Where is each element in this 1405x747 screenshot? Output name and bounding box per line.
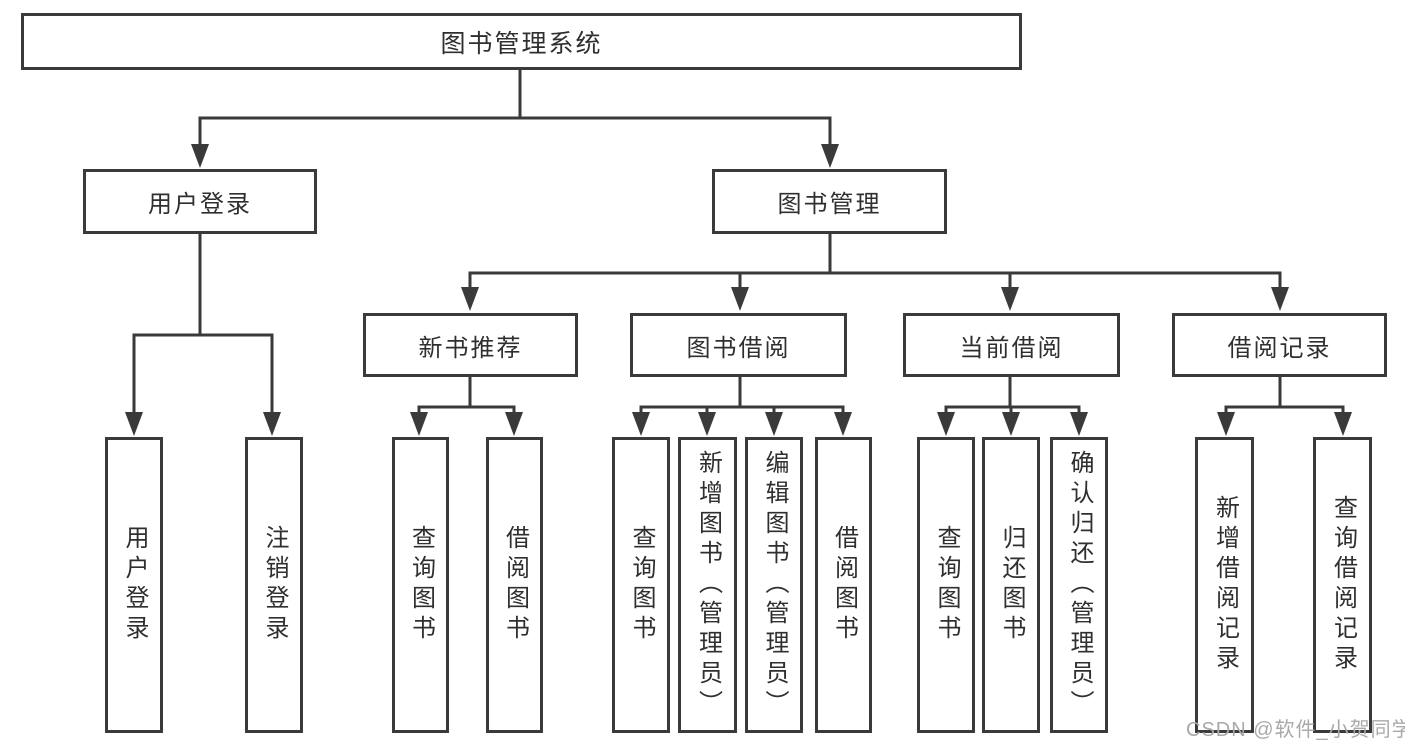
node-root-system: 图书管理系统 [21, 13, 1022, 70]
arrowhead [410, 412, 428, 436]
arrowhead [1217, 412, 1235, 436]
connector-new-book-branch [417, 377, 516, 418]
leaf-add-book-admin: 新增图书（管理员） [678, 437, 737, 733]
arrowhead [937, 412, 955, 436]
node-new-book-recommend: 新书推荐 [363, 313, 578, 377]
arrowhead [263, 412, 281, 436]
connector-borrow-records-branch [1224, 377, 1345, 418]
leaf-borrow-book: 借阅图书 [815, 437, 872, 733]
arrowhead [1070, 412, 1088, 436]
arrowhead [1001, 287, 1019, 311]
arrowhead [461, 287, 479, 311]
leaf-confirm-return-admin: 确认归还（管理员） [1050, 437, 1108, 733]
arrowhead [125, 412, 143, 436]
leaf-edit-book-admin: 编辑图书（管理员） [745, 437, 803, 733]
leaf-borrow-book-recommend: 借阅图书 [486, 437, 543, 733]
leaf-query-book-borrow: 查询图书 [612, 437, 670, 733]
node-current-borrow: 当前借阅 [903, 313, 1120, 377]
connector-current-borrow-branch [944, 377, 1081, 418]
node-borrow-records: 借阅记录 [1172, 313, 1387, 377]
arrowhead [1002, 412, 1020, 436]
arrowhead [731, 287, 749, 311]
node-book-borrow: 图书借阅 [630, 313, 847, 377]
csdn-watermark: CSDN @软件_小贺同学 [1186, 719, 1405, 741]
leaf-query-book-current: 查询图书 [917, 437, 975, 733]
leaf-return-book: 归还图书 [982, 437, 1040, 733]
arrowhead [698, 412, 716, 436]
node-book-management: 图书管理 [712, 169, 947, 234]
leaf-query-borrow-record: 查询借阅记录 [1313, 437, 1372, 733]
leaf-add-borrow-record: 新增借阅记录 [1195, 437, 1254, 733]
arrowhead [632, 412, 650, 436]
node-user-login: 用户登录 [83, 169, 317, 234]
leaf-user-login: 用户登录 [105, 437, 163, 733]
leaf-query-book-recommend: 查询图书 [392, 437, 449, 733]
arrowhead [505, 412, 523, 436]
arrowhead [821, 144, 839, 168]
connector-root-to-level2 [198, 70, 832, 150]
arrowhead [834, 412, 852, 436]
arrowhead [1271, 287, 1289, 311]
arrowhead [1334, 412, 1352, 436]
connector-user-login-branch [132, 234, 274, 416]
arrowhead [765, 412, 783, 436]
connector-book-borrow-branch [639, 377, 845, 418]
leaf-logout-login: 注销登录 [245, 437, 303, 733]
connector-book-management-branch [468, 234, 1282, 293]
arrowhead [191, 144, 209, 168]
